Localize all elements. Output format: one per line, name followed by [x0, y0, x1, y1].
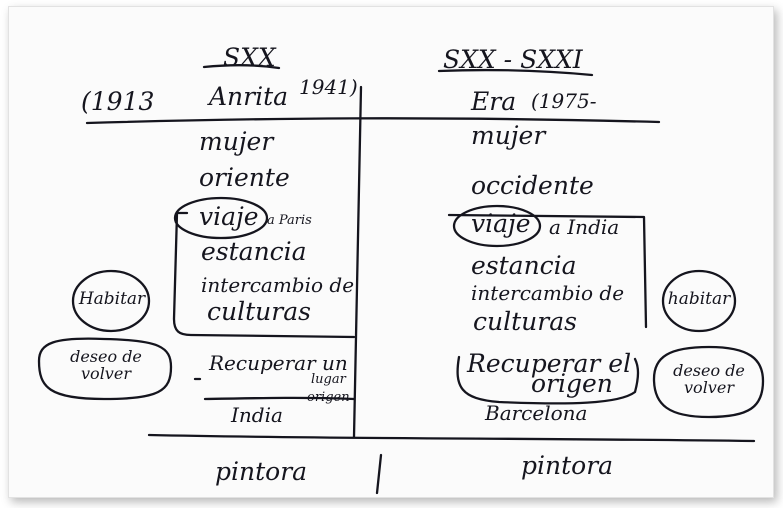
desire-left-line-2: volver: [81, 363, 131, 383]
desire-right-label: deseo de volver: [661, 361, 757, 397]
right-box: [447, 213, 648, 329]
right-century: SXX - SXXI: [443, 45, 583, 74]
left-recover-2: lugar: [311, 372, 346, 387]
right-place: Barcelona: [485, 401, 588, 425]
habitar-right-circle: [661, 269, 737, 333]
right-recover-2: origen: [531, 369, 613, 398]
left-line-1: mujer: [199, 127, 274, 156]
left-stay: estancia: [201, 237, 307, 266]
left-place: India: [231, 403, 283, 427]
desire-left-line-1: deseo de: [70, 347, 142, 366]
desire-right-line-1: deseo de: [673, 361, 745, 380]
ink-strokes: [37, 64, 765, 495]
habitar-left-circle: [71, 269, 151, 333]
right-line-1: mujer: [471, 121, 546, 150]
left-name: Anrita: [209, 82, 289, 111]
desire-left-bubble: [37, 337, 173, 401]
left-century: SXX: [223, 43, 276, 72]
right-stay: estancia: [471, 251, 577, 280]
bottom-left-word: pintora: [215, 457, 308, 486]
left-exchange-2: culturas: [207, 297, 311, 326]
center-divider: [352, 85, 363, 439]
left-recover-3: origen: [307, 390, 350, 405]
recover-right-bubble: [456, 355, 640, 405]
habitar-left-label: Habitar: [78, 289, 146, 309]
bottom-divider: [375, 453, 383, 495]
left-year-end: 1941): [299, 75, 358, 99]
left-recover-1: Recuperar un: [209, 351, 348, 375]
desire-right-bubble: [652, 345, 765, 419]
right-journey: viaje: [471, 209, 531, 238]
left-year-start: (1913: [81, 87, 155, 116]
right-viaje-circle: [452, 204, 542, 248]
left-exchange-1: intercambio de: [201, 273, 355, 297]
right-line-2: occidente: [471, 171, 594, 200]
desire-right-line-2: volver: [684, 377, 734, 397]
right-exchange-1: intercambio de: [471, 281, 625, 305]
right-exchange-2: culturas: [473, 307, 577, 336]
habitar-right-label: habitar: [667, 289, 731, 309]
right-year: (1975-: [531, 89, 597, 113]
bottom-line: [147, 433, 756, 443]
left-header-underline: [202, 64, 281, 70]
timeline-line: [85, 117, 661, 125]
left-journey: viaje: [199, 202, 259, 231]
left-journey-dest: a Paris: [267, 213, 312, 228]
left-line-2: oriente: [199, 163, 290, 192]
right-recover-1: Recuperar el: [467, 349, 632, 378]
left-viaje-circle: [173, 196, 269, 240]
right-name: Era: [471, 87, 517, 116]
whiteboard-sheet: SXX (1913 Anrita 1941) mujer oriente via…: [8, 6, 774, 498]
bottom-right-word: pintora: [521, 451, 614, 480]
desire-left-label: deseo de volver: [45, 347, 167, 383]
right-header-underline: [437, 68, 594, 77]
left-box: [172, 211, 356, 339]
right-journey-dest: a India: [549, 215, 620, 239]
